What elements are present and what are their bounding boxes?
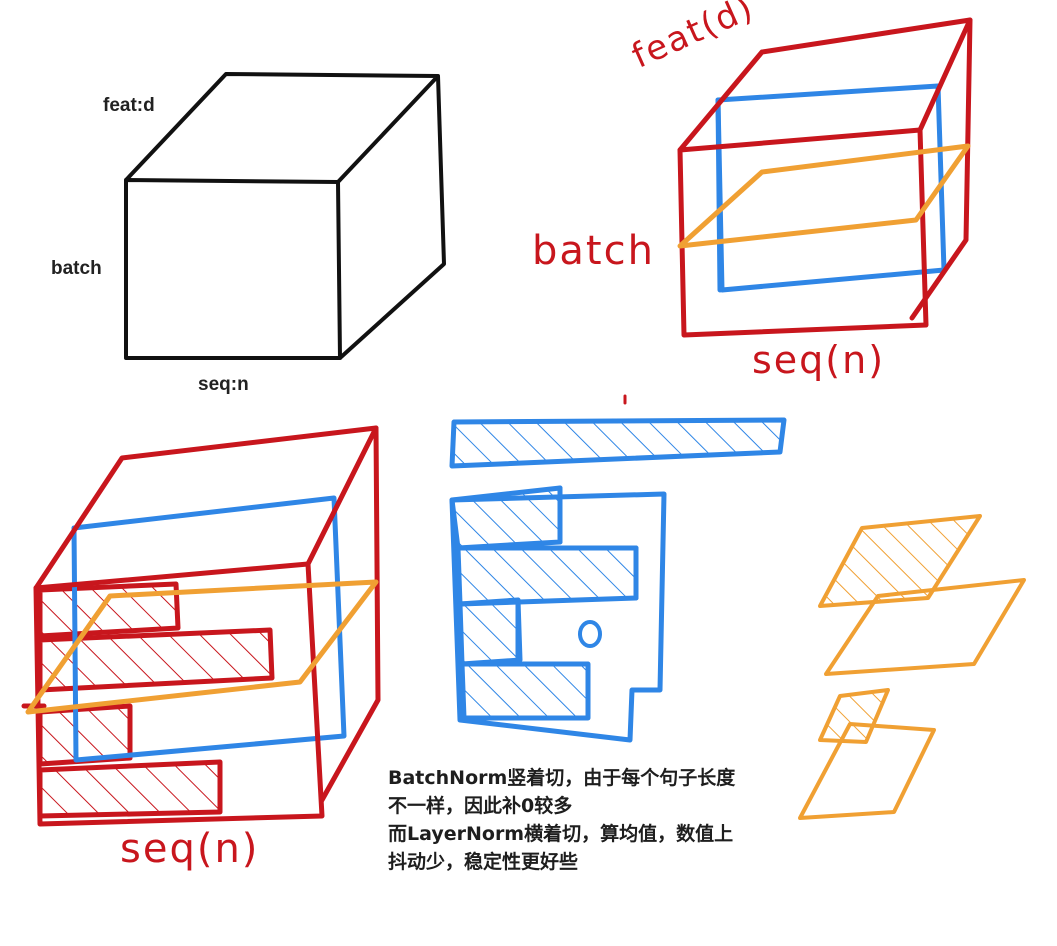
padding-block-2 [37, 627, 275, 693]
note-line-4: 抖动少，稳定性更好些 [388, 851, 579, 873]
seq-handwritten-label: seq(n) [752, 338, 886, 382]
red-cube-side-face [909, 17, 973, 321]
red-front-face-bottom [33, 561, 325, 827]
batch-handwritten-label: batch [532, 228, 655, 274]
black-cube-side-face [338, 75, 446, 360]
red-cube-top [623, 17, 973, 405]
black-cube [124, 72, 446, 360]
blue-block-2 [455, 545, 639, 607]
feat-label: feat:d [103, 95, 155, 116]
seq-label: seq:n [198, 374, 249, 395]
blue-slice-view [449, 417, 787, 743]
orange-slices [798, 514, 1026, 820]
orange-slice [677, 143, 971, 249]
red-cube-top-face [677, 17, 973, 153]
red-cube-front-face [677, 127, 929, 338]
red-side-face-bottom [319, 425, 381, 803]
orange-slice-3 [818, 688, 890, 744]
batch-label: batch [51, 258, 102, 279]
blue-top-bar [449, 417, 787, 469]
orange-slice-bottom [25, 579, 379, 715]
zero-circle [578, 620, 602, 648]
black-cube-top-face [124, 72, 440, 184]
red-cube-bottom [21, 425, 381, 827]
note-line-1: BatchNorm竖着切，由于每个句子长度 [388, 767, 736, 789]
note-line-3: 而LayerNorm横着切，算均值，数值上 [388, 823, 734, 845]
orange-slice-4 [798, 722, 936, 820]
black-cube-front-face [124, 178, 342, 360]
orange-slice-2 [824, 578, 1026, 676]
blue-slice-outline [715, 83, 947, 293]
padding-block-4 [37, 759, 223, 819]
orange-slice-1 [818, 514, 982, 608]
explanation-note: BatchNorm竖着切，由于每个句子长度 不一样，因此补0较多 而LayerN… [388, 764, 788, 876]
blue-block-1 [449, 485, 563, 551]
blue-slice-outline-main [449, 491, 667, 743]
blue-block-3 [457, 597, 523, 667]
blue-inner-box [71, 495, 347, 763]
seq-handwritten-label-bottom: seq(n) [120, 826, 260, 872]
red-top-face-bottom [33, 425, 379, 591]
blue-block-4 [459, 661, 591, 721]
note-line-2: 不一样，因此补0较多 [388, 795, 573, 817]
